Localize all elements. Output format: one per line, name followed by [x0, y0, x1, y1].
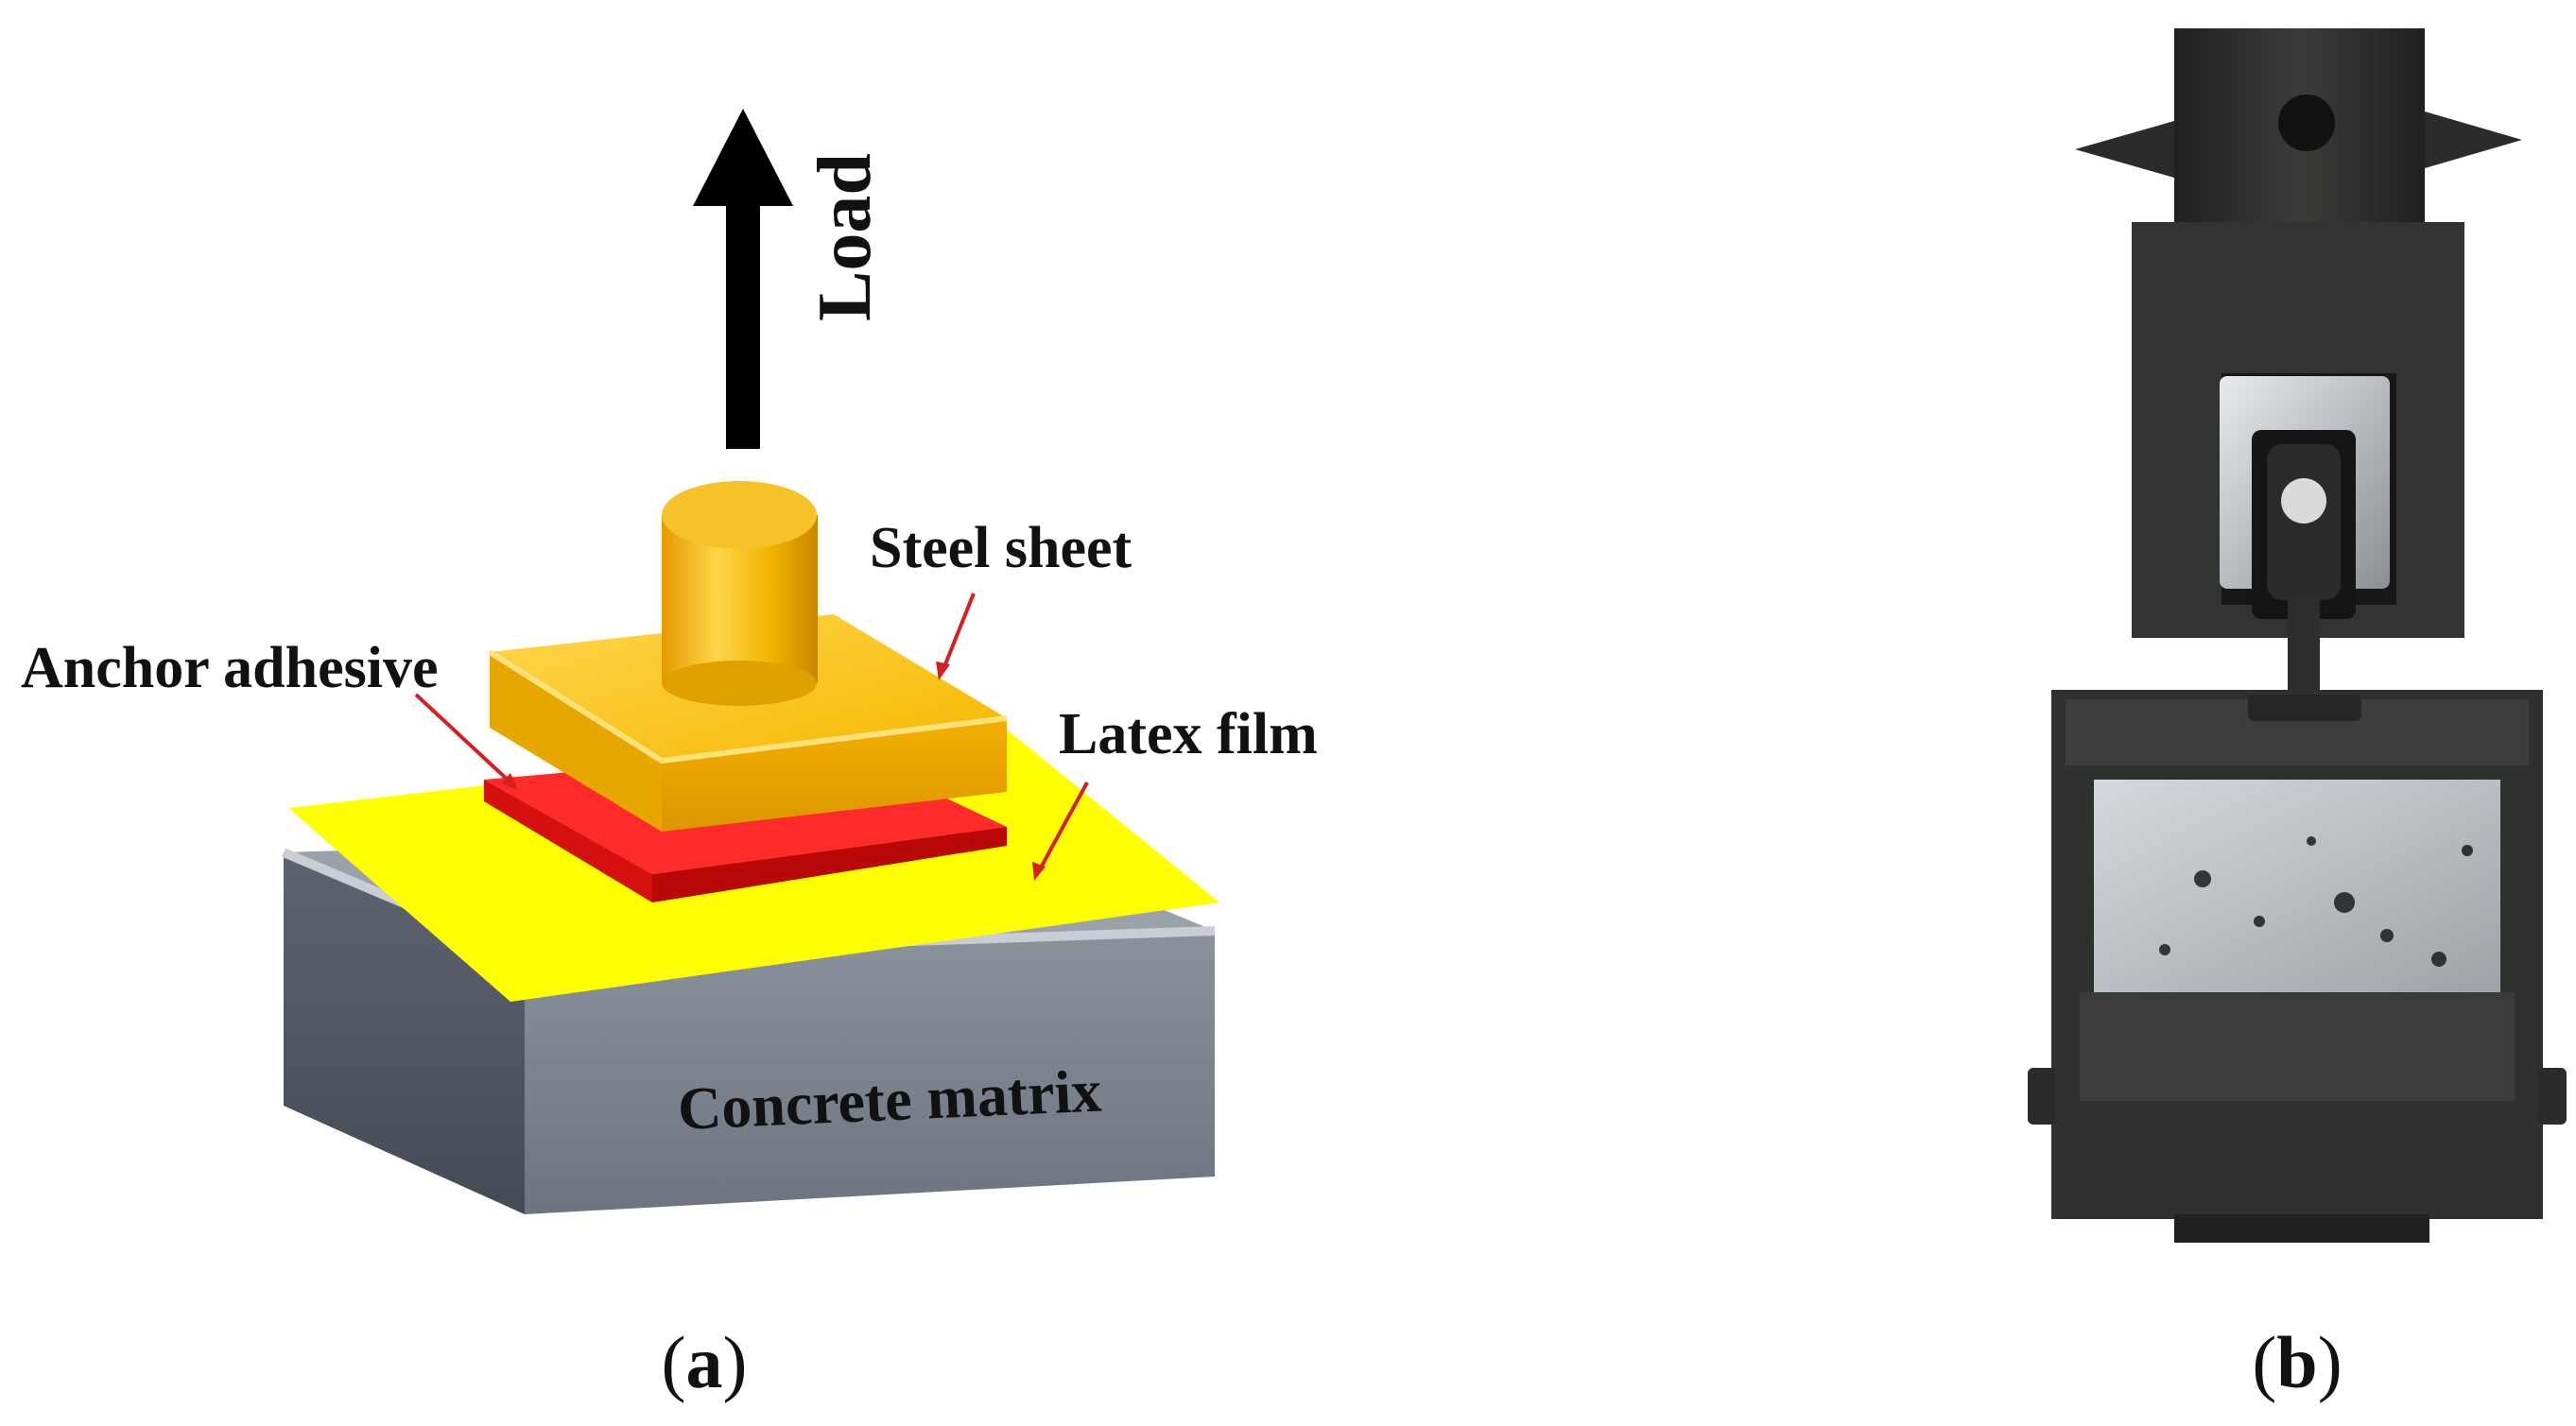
- panel-a-caption-letter: a: [686, 1321, 723, 1403]
- concrete-front-face: [525, 931, 1215, 1214]
- upper-rod-left-pin: [2075, 121, 2174, 178]
- anchor-adhesive-leader-tip: [501, 773, 518, 790]
- upper-rod-right-pin: [2425, 112, 2522, 168]
- load-arrow-head: [693, 109, 793, 206]
- latex-film-label: Latex film: [1059, 702, 1318, 766]
- steel-front-face: [662, 718, 1007, 832]
- void-1: [2194, 870, 2211, 887]
- cylinder-bottom: [662, 661, 817, 706]
- latex-film-leader: [1038, 782, 1089, 870]
- cylinder-top: [662, 481, 817, 549]
- panel-a-caption: (a): [662, 1321, 748, 1403]
- void-4: [2380, 929, 2394, 942]
- load-label: Load: [804, 153, 887, 321]
- steel-cylinder-stud: [662, 481, 818, 706]
- concrete-surface-voids: [2159, 836, 2473, 967]
- void-7: [2307, 836, 2316, 846]
- steel-sheet-leader-tip: [936, 661, 950, 680]
- latex-film-leader-tip: [1032, 862, 1046, 881]
- void-2: [2254, 916, 2265, 927]
- steel-edge-highlight: [488, 649, 1008, 764]
- steel-left-face: [490, 652, 662, 832]
- anchor-adhesive-leader: [414, 693, 512, 784]
- panel-b-caption-letter: b: [2276, 1321, 2317, 1403]
- steel-sheet-leader: [942, 593, 976, 670]
- panel-a-caption-close: ): [723, 1321, 748, 1403]
- adhesive-left: [484, 780, 652, 902]
- panel-b-caption-close: ): [2318, 1321, 2343, 1403]
- pull-stud-neck: [2288, 595, 2320, 690]
- panel-a-caption-open: (: [662, 1321, 686, 1403]
- lower-pull-rod: [2174, 1214, 2429, 1243]
- steel-sheet-label: Steel sheet: [870, 516, 1132, 580]
- clevis-pin: [2281, 478, 2326, 524]
- load-arrow: [693, 109, 793, 449]
- leader-lines: [414, 593, 1089, 881]
- load-arrow-shaft: [726, 189, 760, 449]
- void-8: [2462, 845, 2473, 856]
- upper-rod-hole: [2278, 94, 2335, 151]
- void-5: [2431, 952, 2446, 967]
- panel-b-caption-open: (: [2252, 1321, 2276, 1403]
- lower-grip-left-bolt: [2028, 1068, 2056, 1125]
- adhesive-front: [652, 827, 1007, 902]
- lower-grip-right-bolt: [2538, 1068, 2567, 1125]
- anchor-adhesive-label: Anchor adhesive: [21, 636, 439, 700]
- void-3: [2334, 892, 2355, 913]
- panel-b-test-setup-photo: (b): [2028, 28, 2567, 1403]
- steel-disc-top: [2248, 695, 2361, 721]
- void-6: [2159, 944, 2170, 955]
- lower-grip-base-lip: [2080, 992, 2515, 1101]
- panel-b-caption: (b): [2252, 1321, 2342, 1403]
- panel-a-schematic: Load: [21, 109, 1318, 1403]
